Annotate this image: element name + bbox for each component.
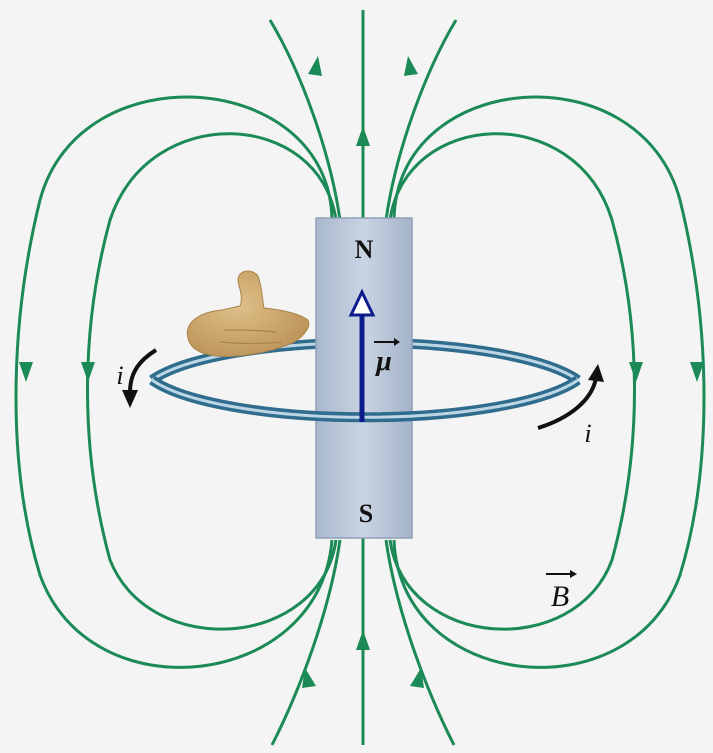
- arrowhead-left-inner: [81, 362, 95, 382]
- field-line-top-left-short: [268, 19, 342, 221]
- field-line-bottom-left-short: [270, 539, 342, 746]
- field-line-right-outer: [392, 95, 706, 669]
- arrowhead-axis-top: [356, 126, 370, 146]
- right-hand-thumb-up-icon: [186, 270, 310, 357]
- arrowhead-top-right-short: [404, 56, 418, 76]
- north-pole-label: N: [355, 235, 374, 264]
- current-label-right: i: [584, 419, 591, 448]
- field-line-left-inner: [86, 132, 338, 631]
- field-b-label: B: [551, 580, 569, 613]
- current-arrow-left: [122, 348, 158, 408]
- arrowhead-top-left-short: [308, 56, 322, 76]
- arrowhead-bottom-left-short: [302, 668, 316, 688]
- field-arrowheads: [19, 56, 704, 688]
- field-line-top-right-short: [384, 19, 458, 221]
- current-arrow-right: [537, 364, 604, 430]
- current-label-left: i: [116, 361, 123, 390]
- mu-vector-arrow-icon: [374, 338, 400, 346]
- south-pole-label: S: [359, 499, 373, 528]
- b-vector-arrow-icon: [546, 570, 577, 578]
- arrowhead-right-outer: [690, 362, 704, 382]
- arrowhead-left-outer: [19, 362, 33, 382]
- arrowhead-right-inner: [629, 362, 643, 382]
- mu-label: μ: [374, 346, 392, 377]
- current-loop-front: [149, 375, 581, 423]
- arrowhead-bottom-right-short: [410, 668, 424, 688]
- field-line-bottom-right-short: [384, 539, 456, 746]
- field-line-left-outer: [14, 95, 334, 669]
- dipole-moment-arrow: [348, 288, 376, 422]
- arrowhead-axis-bottom: [356, 630, 370, 650]
- field-line-right-inner: [388, 132, 636, 631]
